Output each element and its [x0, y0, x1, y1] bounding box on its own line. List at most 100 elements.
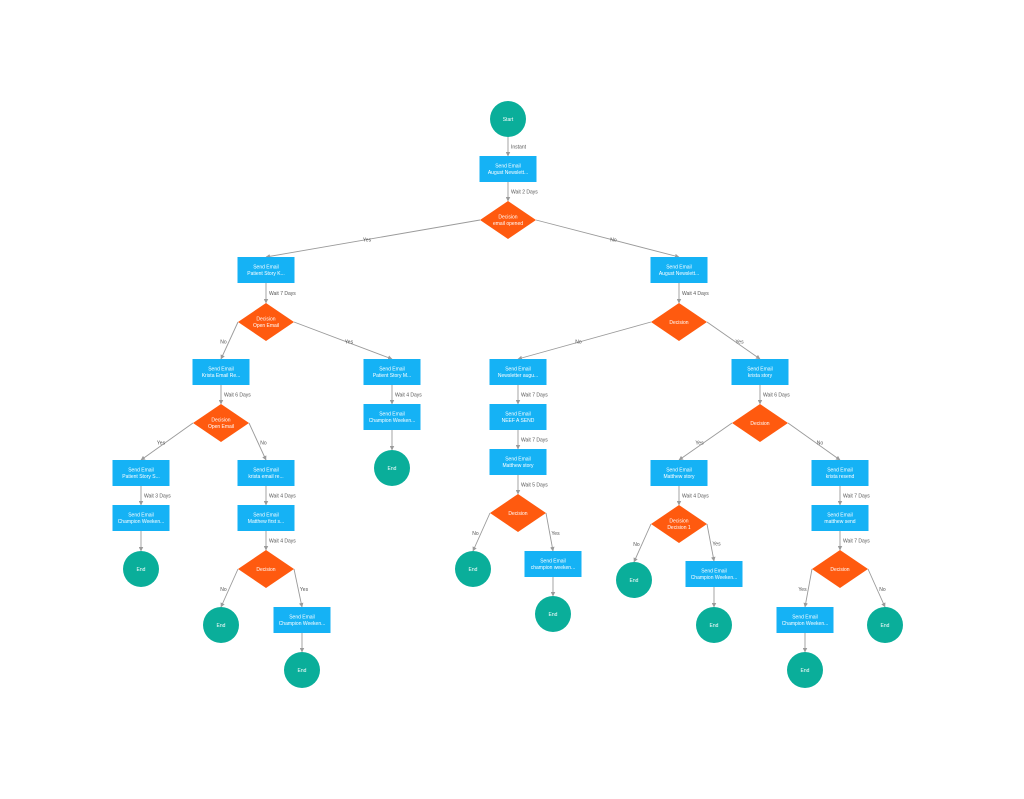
end-node[interactable]: End: [535, 596, 571, 632]
edge-line: [517, 321, 652, 361]
email-box: [489, 449, 547, 475]
email-box: [237, 257, 295, 283]
edge-line: [293, 321, 393, 360]
edge-e12-e13: Wait 7 Days: [515, 385, 548, 405]
edge-label: Yes: [712, 542, 721, 548]
node-label: Decision: [508, 511, 527, 517]
end-node[interactable]: End: [374, 450, 410, 486]
decision-node[interactable]: Decision: [812, 550, 868, 588]
edge-label: Wait 3 Days: [144, 494, 171, 500]
edge-e5-e6: Wait 4 Days: [389, 385, 422, 405]
edge-d2-e5: Yes: [293, 321, 393, 360]
edge-line: [248, 422, 267, 461]
node-label: Decision: [669, 519, 688, 525]
edge-start-e1: Instant: [505, 137, 527, 157]
edge-label: Wait 4 Days: [682, 291, 709, 297]
edge-d2-e4: No: [220, 321, 239, 360]
decision-diamond: [812, 550, 868, 588]
email-box: [192, 359, 250, 385]
node-label: Send Email: [505, 367, 531, 373]
edge-line: [535, 219, 680, 259]
decision-diamond: [238, 303, 294, 341]
edge-line: [706, 523, 716, 562]
email-box: [479, 156, 537, 182]
node-label: Send Email: [253, 513, 279, 519]
node-label: Matthew first s...: [248, 519, 284, 525]
end-node[interactable]: End: [203, 607, 239, 643]
edge-label: Wait 4 Days: [395, 393, 422, 399]
node-label: End: [469, 567, 478, 573]
decision-diamond: [193, 404, 249, 442]
start-node[interactable]: Start: [490, 101, 526, 137]
decision-node[interactable]: Decision: [732, 404, 788, 442]
node-label: Champion Weeken...: [279, 621, 326, 627]
node-label: Decision: [830, 567, 849, 573]
edge-line: [706, 321, 761, 360]
node-label: Send Email: [128, 513, 154, 519]
edge-e17-d8: Wait 4 Days: [676, 486, 709, 506]
decision-node[interactable]: Decision: [238, 550, 294, 588]
edge-label: Wait 7 Days: [269, 291, 296, 297]
end-node[interactable]: End: [867, 607, 903, 643]
end-node[interactable]: End: [696, 607, 732, 643]
end-node[interactable]: End: [284, 652, 320, 688]
node-label: krista resend: [826, 474, 855, 480]
end-node[interactable]: End: [787, 652, 823, 688]
node-label: End: [549, 612, 558, 618]
email-box: [112, 460, 170, 486]
node-label: August Newslett...: [488, 170, 528, 176]
node-label: Krista Email Re...: [202, 373, 241, 379]
node-label: Send Email: [128, 468, 154, 474]
edge-label: Yes: [300, 587, 309, 593]
decision-diamond: [238, 550, 294, 588]
edge-d8-e18: Yes: [706, 523, 721, 562]
edge-label: No: [220, 340, 227, 346]
decision-diamond: [490, 494, 546, 532]
node-label: NEEF A SEND: [502, 418, 535, 424]
terminal-circle: [616, 562, 652, 598]
edge-label: Wait 5 Days: [521, 483, 548, 489]
decision-node[interactable]: Decision: [651, 303, 707, 341]
email-box: [237, 505, 295, 531]
node-label: Matthew story: [663, 474, 695, 480]
node-label: Send Email: [253, 468, 279, 474]
end-node[interactable]: End: [616, 562, 652, 598]
node-label: Newsletter augu...: [498, 373, 538, 379]
end-node[interactable]: End: [123, 551, 159, 587]
decision-node[interactable]: Decision: [490, 494, 546, 532]
node-label: Start: [503, 117, 514, 123]
edge-e1-d1: Wait 2 Days: [505, 182, 538, 202]
terminal-circle: [455, 551, 491, 587]
end-node[interactable]: End: [455, 551, 491, 587]
node-label: August Newslett...: [659, 271, 699, 277]
edge-d9-e21: Yes: [798, 568, 813, 608]
node-label: Send Email: [379, 367, 405, 373]
edge-line: [265, 219, 481, 259]
